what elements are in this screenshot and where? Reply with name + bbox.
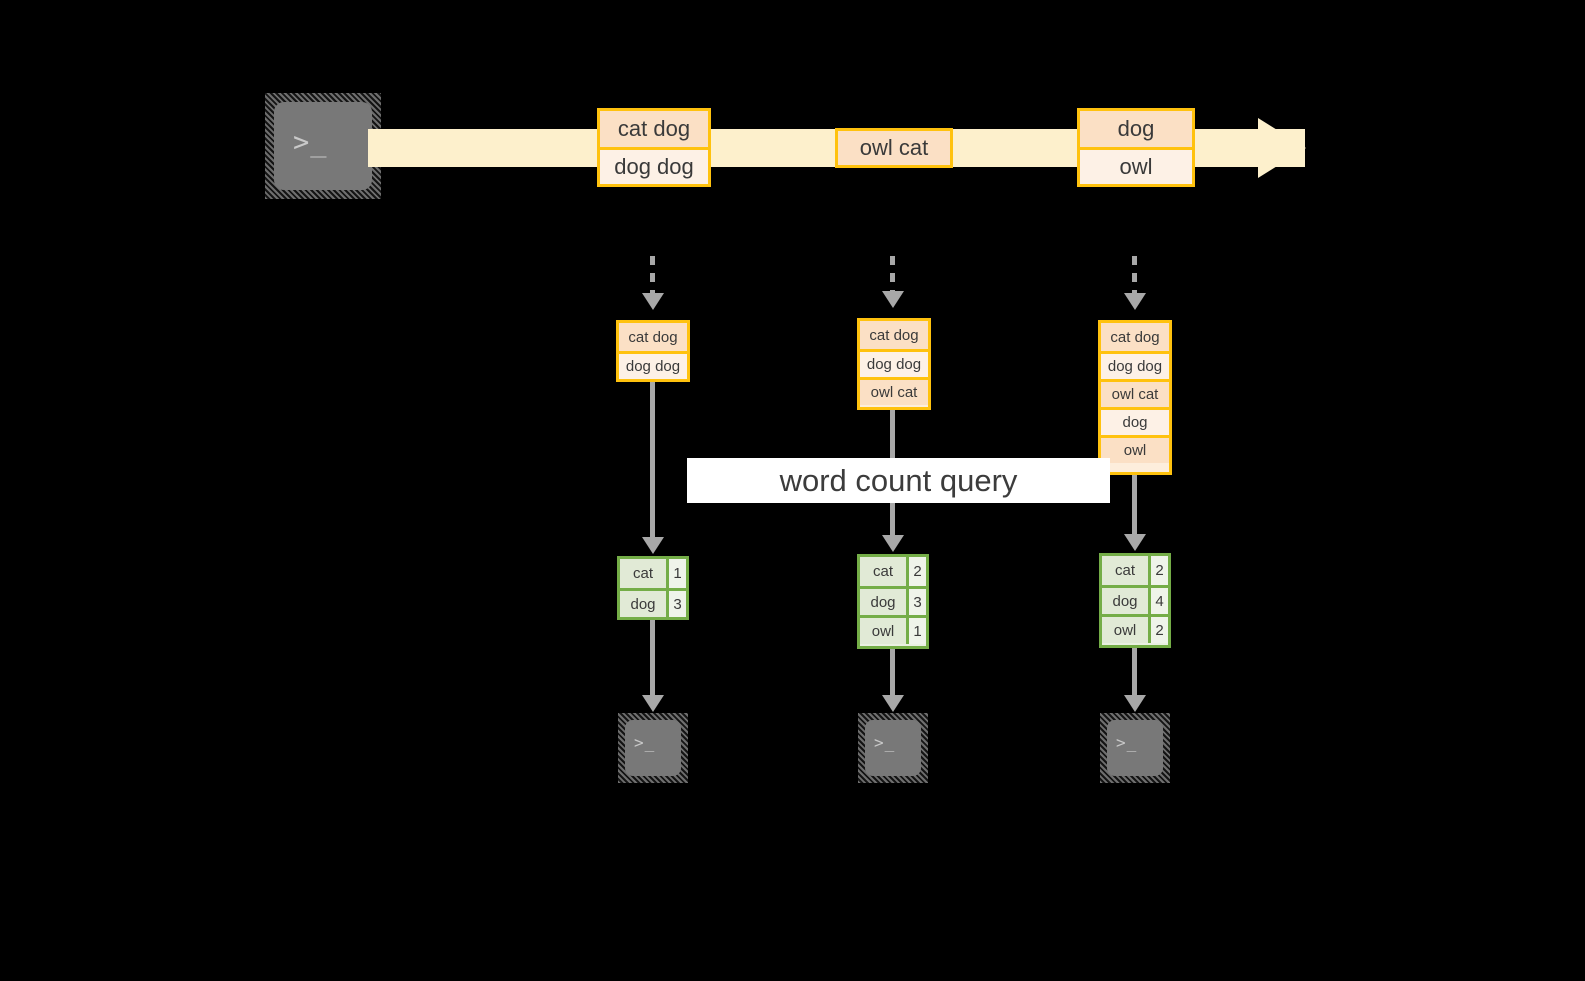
query-label: word count query <box>687 458 1110 503</box>
terminal-prompt-glyph: >_ <box>874 733 896 752</box>
snapshot-2-trigger-arrowhead <box>882 291 904 308</box>
snapshot-3-query-arrowhead <box>1124 534 1146 551</box>
snapshot-input-line: owl cat <box>1101 379 1169 407</box>
snapshot-1-sink-arrowhead <box>642 695 664 712</box>
result-word: cat <box>620 559 666 588</box>
terminal-prompt-glyph: >_ <box>293 127 328 158</box>
snapshot-1-trigger-line <box>650 256 655 294</box>
snapshot-3-sink-arrowhead <box>1124 695 1146 712</box>
stream-arrowhead <box>1258 118 1306 178</box>
snapshot-2-sink-arrowhead <box>882 695 904 712</box>
record-line: owl cat <box>838 131 950 165</box>
stream-record-group-1: cat dog dog dog <box>597 108 711 187</box>
snapshot-3-result-table: cat 2 dog 4 owl 2 <box>1099 553 1171 648</box>
source-terminal-icon: >_ <box>265 93 381 199</box>
snapshot-2-sink-line <box>890 649 895 696</box>
result-count: 3 <box>906 589 926 615</box>
result-count: 1 <box>666 559 686 588</box>
snapshot-input-line: dog <box>1101 407 1169 435</box>
snapshot-1-query-arrowhead <box>642 537 664 554</box>
result-word: cat <box>860 557 906 586</box>
terminal-screen <box>625 720 681 776</box>
snapshot-input-line: owl cat <box>860 377 928 405</box>
snapshot-2-query-arrowhead <box>882 535 904 552</box>
snapshot-2-trigger-line <box>890 256 895 292</box>
result-count: 2 <box>1148 556 1168 585</box>
table-row: cat 2 <box>860 557 926 586</box>
result-count: 4 <box>1148 588 1168 614</box>
record-line: owl <box>1080 147 1192 184</box>
stream-record-group-3: dog owl <box>1077 108 1195 187</box>
snapshot-input-line: dog dog <box>1101 351 1169 379</box>
snapshot-1-result-table: cat 1 dog 3 <box>617 556 689 620</box>
terminal-screen <box>1107 720 1163 776</box>
snapshot-2-result-table: cat 2 dog 3 owl 1 <box>857 554 929 649</box>
table-row: cat 2 <box>1102 556 1168 585</box>
result-word: dog <box>620 591 666 617</box>
snapshot-3-query-line <box>1132 475 1137 535</box>
terminal-prompt-glyph: >_ <box>1116 733 1138 752</box>
result-word: owl <box>860 618 906 644</box>
snapshot-input-line: owl <box>1101 435 1169 463</box>
result-count: 2 <box>906 557 926 586</box>
snapshot-2-sink-terminal-icon: >_ <box>858 713 928 783</box>
snapshot-input-line: dog dog <box>619 351 687 379</box>
snapshot-2-input-box: cat dog dog dog owl cat <box>857 318 931 410</box>
terminal-screen <box>865 720 921 776</box>
table-row: dog 4 <box>1102 585 1168 614</box>
result-word: cat <box>1102 556 1148 585</box>
snapshot-3-input-box: cat dog dog dog owl cat dog owl <box>1098 320 1172 475</box>
table-row: dog 3 <box>620 588 686 617</box>
stream-record-group-2: owl cat <box>835 128 953 168</box>
snapshot-1-sink-terminal-icon: >_ <box>618 713 688 783</box>
snapshot-3-trigger-line <box>1132 256 1137 294</box>
result-count: 1 <box>906 618 926 644</box>
terminal-screen <box>274 102 372 190</box>
record-line: cat dog <box>600 111 708 147</box>
record-line: dog dog <box>600 147 708 184</box>
snapshot-1-trigger-arrowhead <box>642 293 664 310</box>
snapshot-1-sink-line <box>650 620 655 696</box>
snapshot-input-line: cat dog <box>860 321 928 349</box>
terminal-prompt-glyph: >_ <box>634 733 656 752</box>
result-count: 3 <box>666 591 686 617</box>
snapshot-3-sink-line <box>1132 648 1137 696</box>
result-word: owl <box>1102 617 1148 643</box>
snapshot-input-line: cat dog <box>619 323 687 351</box>
result-word: dog <box>1102 588 1148 614</box>
snapshot-1-query-line <box>650 382 655 538</box>
table-row: dog 3 <box>860 586 926 615</box>
snapshot-1-input-box: cat dog dog dog <box>616 320 690 382</box>
result-count: 2 <box>1148 617 1168 643</box>
snapshot-3-sink-terminal-icon: >_ <box>1100 713 1170 783</box>
table-row: owl 1 <box>860 615 926 644</box>
snapshot-3-trigger-arrowhead <box>1124 293 1146 310</box>
result-word: dog <box>860 589 906 615</box>
table-row: owl 2 <box>1102 614 1168 643</box>
snapshot-input-line: dog dog <box>860 349 928 377</box>
table-row: cat 1 <box>620 559 686 588</box>
record-line: dog <box>1080 111 1192 147</box>
snapshot-input-line: cat dog <box>1101 323 1169 351</box>
